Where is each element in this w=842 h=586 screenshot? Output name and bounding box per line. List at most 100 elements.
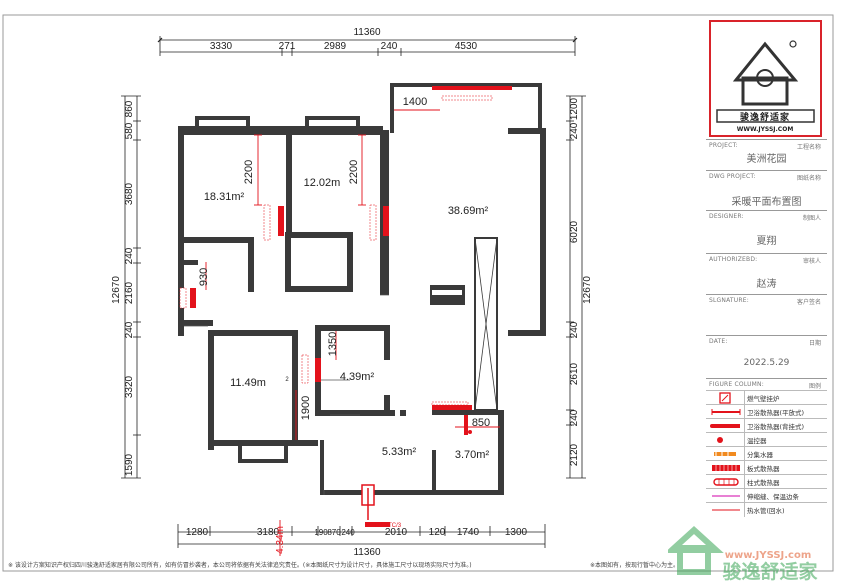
footer-note: ※ 该设计方案知识产权归四川骏逸舒适家居有限公司所有，如有仿冒抄袭者，本公司将依… (8, 562, 472, 569)
authorized-role: 审核人 (802, 258, 821, 265)
watermark-url: www.JYSSJ.com (725, 550, 812, 561)
dim-top-seg: 4530 (455, 41, 478, 52)
dim-right-seg: 6020 (569, 220, 580, 243)
date-role: 日期 (808, 340, 821, 347)
dwg-key: DWG PROJECT: (709, 173, 756, 180)
project-role: 工程名称 (796, 144, 821, 151)
signature-role: 客户签名 (796, 299, 821, 306)
legend-label: 柱式散热器 (747, 479, 780, 487)
dim-right-seg: 2120 (569, 443, 580, 466)
dim-left-total: 12670 (111, 276, 122, 304)
dim-left-seg: 240 (124, 321, 135, 338)
heating-elements (179, 86, 512, 556)
room-area: 11.49m (230, 377, 266, 389)
dim-bottom-seg: 2010 (385, 527, 408, 538)
dim-right-seg: 1200 (569, 97, 580, 120)
dim-bottom-seg: 120 (429, 527, 446, 538)
legend-item: 板式散热器 (706, 460, 827, 475)
dim-right-seg: 2610 (569, 362, 580, 385)
svg-text:骏逸舒适家: 骏逸舒适家 (740, 111, 790, 123)
project-value: 美洲花园 (746, 154, 787, 165)
thermostat-icon (717, 437, 723, 443)
legend-label: 热水管(回水) (747, 507, 785, 515)
legend-label: 卫浴散热器(平放式) (747, 409, 805, 417)
dim-left-seg: 3320 (124, 375, 135, 398)
legend-item: 分集水器 (706, 446, 827, 461)
column-radiator-icon (713, 478, 739, 486)
room-area: 12.02m (304, 177, 341, 189)
dwg-row: DWG PROJECT: 图纸名称 (706, 170, 827, 189)
dim-left-seg: 860 (124, 100, 135, 117)
designer-role: 制图人 (802, 215, 821, 222)
bath-radiator-back-icon (710, 424, 740, 428)
dim-left-seg: 580 (124, 122, 135, 139)
legend-label: 板式散热器 (747, 465, 780, 473)
date-key: DATE: (709, 338, 728, 345)
bath-radiator-flat-icon (711, 409, 741, 415)
dim-inner: 1350 (327, 332, 339, 356)
dim-inner: 1400 (403, 96, 427, 108)
gas-boiler-icon (719, 392, 731, 404)
legend-header-row: FIGURE COLUMN: 图例 (706, 378, 827, 393)
legend-key: FIGURE COLUMN: (709, 381, 764, 388)
room-area: 3.70m² (455, 449, 490, 461)
legend-item: 温控器 (706, 432, 827, 447)
dim-top-seg: 271 (279, 41, 296, 52)
pipe-line-icon (712, 495, 740, 497)
signature-key: SLGNATURE: (709, 297, 749, 304)
dim-right-seg: 240 (569, 321, 580, 338)
legend-item: 卫浴散热器(背挂式) (706, 418, 827, 433)
legend-role: 图例 (808, 383, 821, 390)
dim-bottom-seg: 1300 (505, 527, 528, 538)
dwg-value: 采暖平面布置图 (731, 197, 802, 208)
dim-bottom-seg: 1280 (186, 527, 209, 538)
dim-top-total: 11360 (353, 27, 381, 38)
dim-right-seg: 240 (569, 122, 580, 139)
bottom-dimensions (177, 524, 546, 548)
marker-label: 2 (285, 377, 289, 383)
dim-right-seg: 240 (569, 409, 580, 426)
legend-item: 卫浴散热器(平放式) (706, 404, 827, 419)
dim-inner: 4.34m (275, 526, 286, 554)
dim-bottom-seg: 3180 (257, 527, 280, 538)
dim-inner: 850 (472, 417, 490, 429)
designer-key: DESIGNER: (709, 213, 744, 220)
house-logo-icon: 骏逸舒适家 WWW.JYSSJ.COM (716, 40, 815, 133)
dim-bottom-seg: 1740 (457, 527, 480, 538)
title-block: 骏逸舒适家 WWW.JYSSJ.COM PROJECT: 工程名称 美洲花园 D… (706, 17, 827, 567)
dim-left-seg: 2160 (124, 281, 135, 304)
legend-item: 柱式散热器 (706, 474, 827, 489)
room-area: 38.69m² (448, 205, 489, 217)
dim-bottom-seg: 190 (314, 528, 328, 537)
pipe-label: FRT/TC/3 (375, 523, 402, 529)
right-dimensions (566, 95, 586, 479)
legend-label: 分集水器 (747, 451, 773, 459)
legend-label: 卫浴散热器(背挂式) (747, 423, 805, 431)
room-area: 4.39m² (340, 371, 375, 383)
legend-item: 燃气壁挂炉 (706, 390, 827, 405)
dim-top-seg: 240 (381, 41, 398, 52)
sheet-border (2, 14, 834, 572)
dim-left-seg: 3680 (124, 182, 135, 205)
dim-left-seg: 1590 (124, 453, 135, 476)
legend-label: 燃气壁挂炉 (747, 395, 780, 403)
left-dimensions (121, 95, 141, 479)
dim-top-seg: 3330 (210, 41, 233, 52)
dim-inner: 2200 (348, 160, 360, 184)
legend-label: 伸缩缝、保温边条 (747, 493, 799, 501)
room-area: 5.33m² (382, 446, 417, 458)
legend-label: 温控器 (747, 437, 767, 445)
dim-inner: 2200 (243, 160, 255, 184)
dim-top-seg: 2989 (324, 41, 347, 52)
designer-value: 夏翔 (756, 236, 777, 247)
date-row: DATE: 日期 (706, 335, 827, 354)
pipe-red-icon (712, 509, 740, 511)
top-dimensions (157, 36, 578, 56)
legend-item: 热水管(回水) (706, 502, 827, 517)
footer-note-right: ※本图如有，按现行暂中心为主。 (590, 562, 680, 569)
dim-inner: 930 (198, 268, 210, 286)
svg-text:WWW.JYSSJ.COM: WWW.JYSSJ.COM (737, 126, 794, 133)
dim-bottom-seg: 870 (327, 528, 341, 537)
dim-bottom-total: 11360 (353, 547, 381, 558)
inner-lines (184, 294, 389, 495)
